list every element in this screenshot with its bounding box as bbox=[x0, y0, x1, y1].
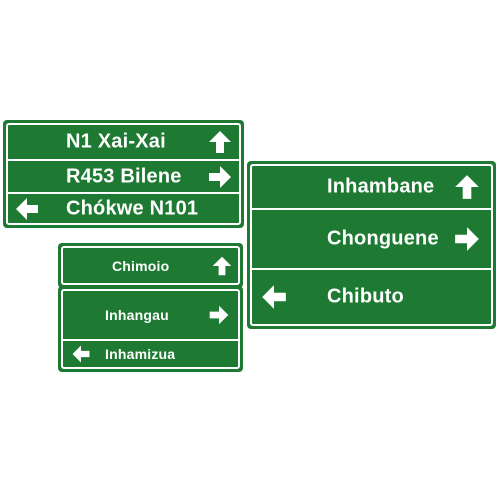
sign-row: R453 Bilene bbox=[8, 159, 239, 192]
sign-row: N1 Xai-Xai bbox=[8, 125, 239, 159]
destination-label: Chonguene bbox=[327, 227, 439, 250]
sign-row: Chókwe N101 bbox=[8, 192, 239, 223]
sign-border: Inhambane Chonguene Chibuto bbox=[250, 164, 493, 326]
arrow-left-icon bbox=[71, 344, 91, 364]
arrow-right-icon bbox=[208, 304, 230, 326]
sign-row: Chonguene bbox=[252, 208, 491, 268]
sign-border: Inhangau Inhamizua bbox=[61, 289, 240, 369]
destination-label: Chimoio bbox=[112, 257, 170, 274]
destination-label: Chókwe N101 bbox=[66, 197, 199, 219]
direction-sign-c2: Inhangau Inhamizua bbox=[58, 286, 243, 372]
destination-label: N1 Xai-Xai bbox=[66, 130, 166, 153]
arrow-left-icon bbox=[260, 283, 288, 311]
sign-border: N1 Xai-Xai R453 Bilene Chókwe N101 bbox=[6, 123, 241, 225]
arrow-right-icon bbox=[207, 164, 233, 190]
destination-label: Inhangau bbox=[105, 307, 169, 323]
arrow-up-icon bbox=[211, 255, 233, 277]
direction-sign-b: Inhambane Chonguene Chibuto bbox=[247, 161, 496, 329]
direction-sign-a: N1 Xai-Xai R453 Bilene Chókwe N101 bbox=[3, 120, 244, 228]
arrow-up-icon bbox=[453, 173, 481, 201]
sign-row: Inhambane bbox=[252, 166, 491, 208]
sign-row: Chimoio bbox=[63, 248, 238, 283]
sign-row: Inhamizua bbox=[63, 339, 238, 367]
sign-row: Chibuto bbox=[252, 268, 491, 324]
arrow-left-icon bbox=[14, 196, 40, 222]
destination-label: Inhamizua bbox=[105, 346, 176, 362]
sign-row: Inhangau bbox=[63, 291, 238, 339]
arrow-up-icon bbox=[207, 129, 233, 155]
destination-label: Chibuto bbox=[327, 285, 404, 308]
destination-label: Inhambane bbox=[327, 175, 435, 198]
direction-sign-c1: Chimoio bbox=[58, 243, 243, 288]
destination-label: R453 Bilene bbox=[66, 165, 182, 187]
arrow-right-icon bbox=[453, 225, 481, 253]
sign-border: Chimoio bbox=[61, 246, 240, 285]
